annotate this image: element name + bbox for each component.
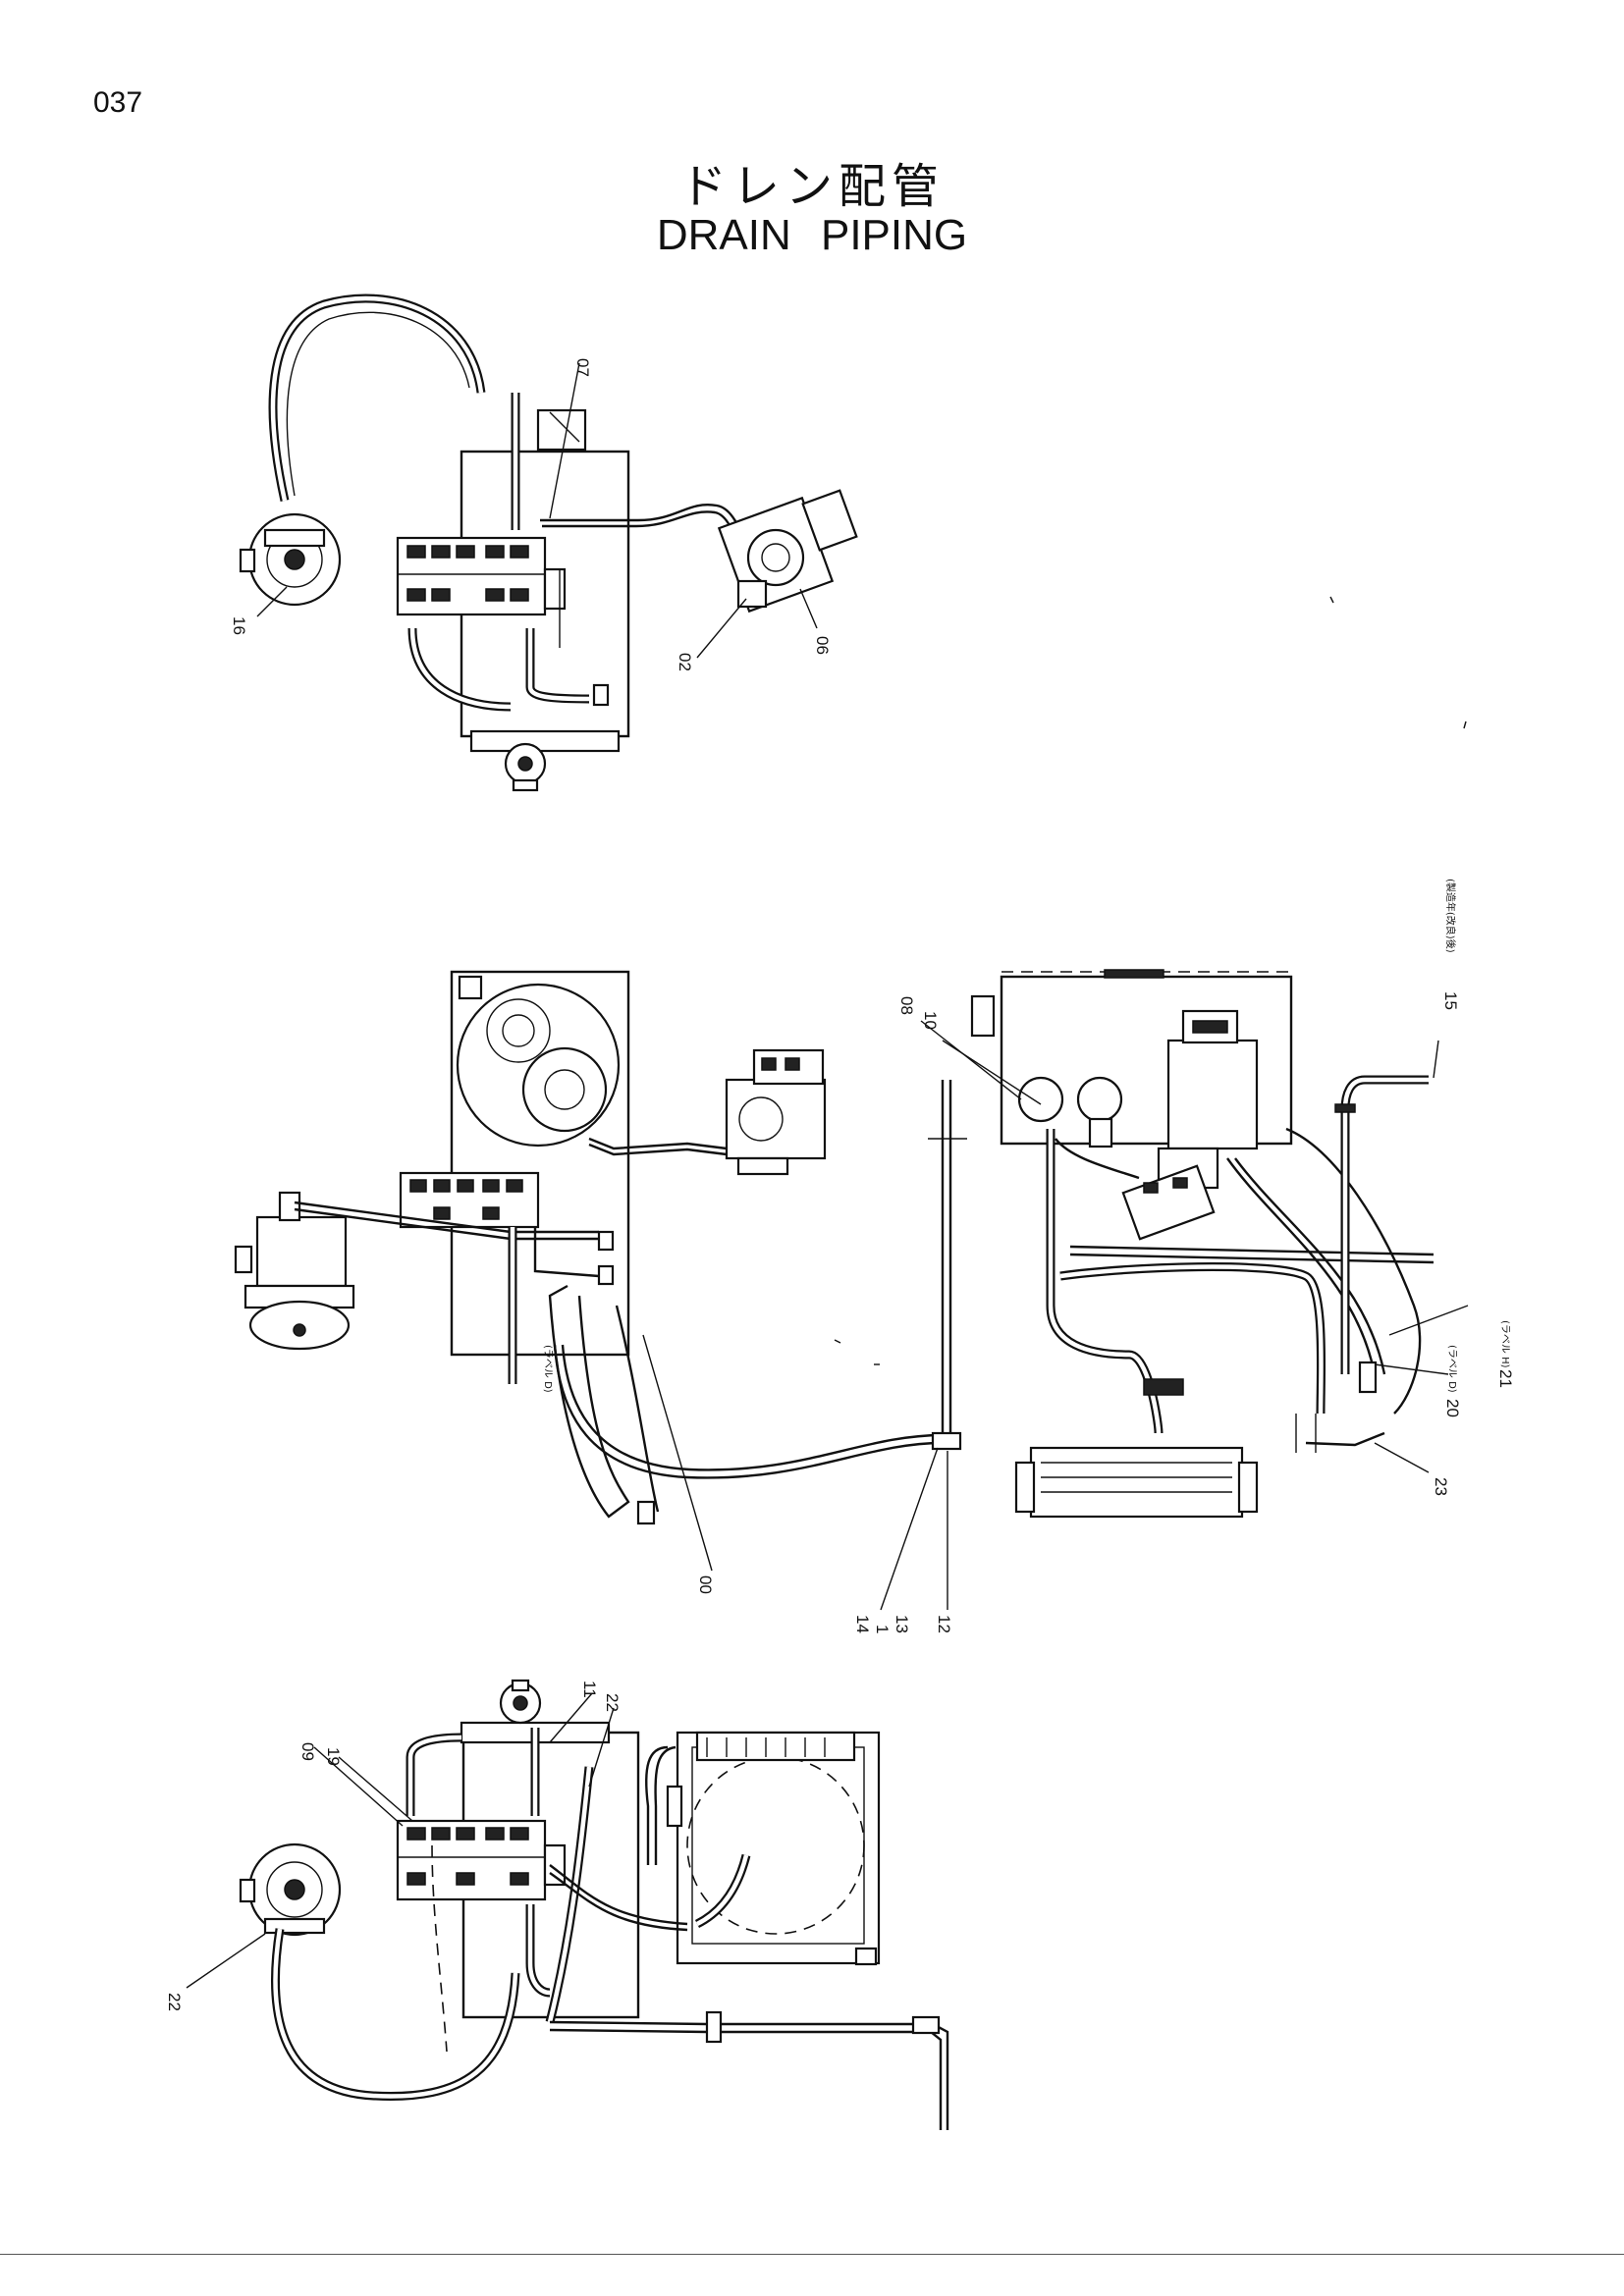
note-21: (ラベル H): [1499, 1320, 1511, 1368]
callout-20: 20: [1443, 1399, 1462, 1417]
page-number: 037: [93, 86, 143, 119]
callout-07: 07: [573, 358, 592, 377]
callout-02: 02: [676, 653, 694, 671]
callout-19: 19: [324, 1747, 343, 1766]
callout-23: 23: [1432, 1477, 1450, 1496]
middle-left-view: 00 14 1 13 12 (ラベル D): [234, 970, 967, 1633]
callout-14: 14: [853, 1615, 872, 1633]
page-title: DRAIN PIPING: [656, 211, 968, 259]
note-20: (ラベル D): [1446, 1345, 1458, 1393]
callout-09: 09: [298, 1742, 317, 1761]
swing-motor-bottom: [239, 1842, 342, 1937]
callout-10: 10: [921, 1011, 940, 1030]
bottom-view: 09 19 11 22 22: [165, 1679, 949, 2130]
radiator-bottom: [666, 1731, 881, 1966]
callout-16: 16: [230, 616, 248, 635]
callout-15: 15: [1441, 991, 1460, 1010]
hydraulic-pump-middle: [725, 1048, 827, 1176]
page-title-japanese: ドレン配管: [678, 159, 945, 214]
callout-11: 11: [580, 1681, 599, 1698]
callout-21: 21: [1496, 1369, 1515, 1388]
control-valve-top: [396, 536, 567, 616]
swing-motor-top: [239, 512, 342, 607]
hydraulic-pump-top: [717, 489, 858, 614]
engine-bottom-top: [469, 729, 621, 792]
note-15: (製造年(改良)後): [1444, 879, 1457, 953]
flywheel-housing: [456, 983, 621, 1148]
middle-right-view: 08 10 15 (製造年(改良)後) 20 (ラベル D) 21 (ラベル H…: [897, 879, 1515, 1519]
callout-22-upper: 22: [603, 1693, 622, 1712]
callout-22-lower: 22: [165, 1993, 184, 2011]
oil-cooler-middle: [1014, 1446, 1259, 1519]
pilot-pump-right: [1157, 1009, 1259, 1190]
control-valve-bottom: [396, 1819, 567, 1901]
hose-tag-a: (ラベル D): [542, 1345, 554, 1393]
footer-rule: [0, 2254, 1624, 2255]
callout-08: 08: [897, 996, 916, 1015]
callout-1: 1: [873, 1625, 892, 1633]
callout-12: 12: [935, 1615, 953, 1633]
top-view: 07 16 02 06: [230, 294, 858, 792]
callout-00: 00: [696, 1575, 715, 1594]
control-valve-middle: [399, 1171, 615, 1286]
swing-motor-middle: [234, 1191, 355, 1351]
callout-13: 13: [893, 1615, 911, 1633]
solenoid-valve-block: [1121, 1164, 1216, 1241]
callout-06: 06: [813, 636, 832, 655]
